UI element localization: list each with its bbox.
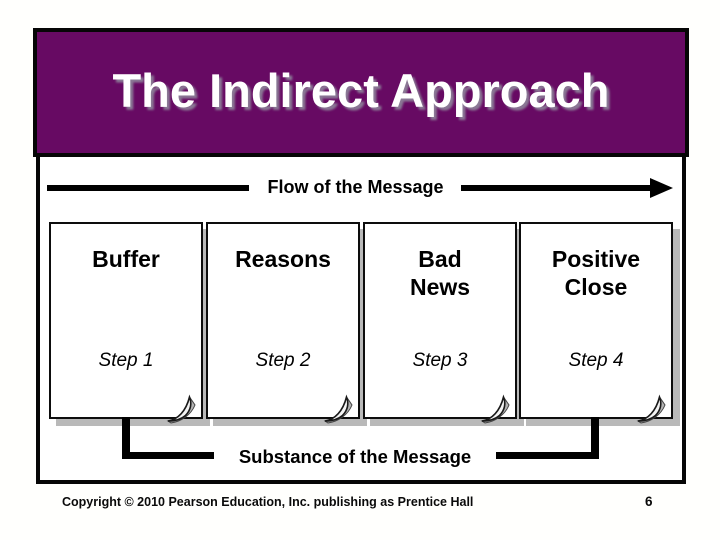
slide-title: The Indirect Approach [112,64,610,117]
right-arrow-icon [461,178,673,198]
page-curl-icon [323,394,353,424]
box-step-label: Step 4 [568,350,624,371]
box-title: Reasons [235,246,331,272]
flow-line-left [47,185,249,191]
substance-of-message-label: Substance of the Message [238,446,472,467]
bracket-vertical-left [122,417,130,459]
copyright-text: Copyright © 2010 Pearson Education, Inc.… [62,495,474,509]
bracket-line-left [126,452,214,459]
page-curl-icon [480,394,510,424]
step-box-buffer: Buffer Step 1 [49,222,203,424]
box-step-label: Step 2 [255,350,311,371]
flow-of-message-label: Flow of the Message [267,177,444,197]
box-step-label: Step 3 [412,350,468,371]
step-box-bad-news: Bad News Step 3 [363,222,517,424]
page-curl-icon [636,394,666,424]
bracket-vertical-right [591,417,599,459]
box-step-label: Step 1 [98,350,154,371]
page-curl-icon [166,394,196,424]
step-box-reasons: Reasons Step 2 [206,222,360,424]
box-title: Bad News [409,246,471,300]
step-box-positive-close: Positive Close Step 4 [519,222,673,424]
box-title: Positive Close [551,246,641,300]
page-number: 6 [645,494,653,509]
bracket-line-right [496,452,596,459]
slide-header-banner: The Indirect Approach [33,28,689,157]
box-title: Buffer [92,246,160,272]
